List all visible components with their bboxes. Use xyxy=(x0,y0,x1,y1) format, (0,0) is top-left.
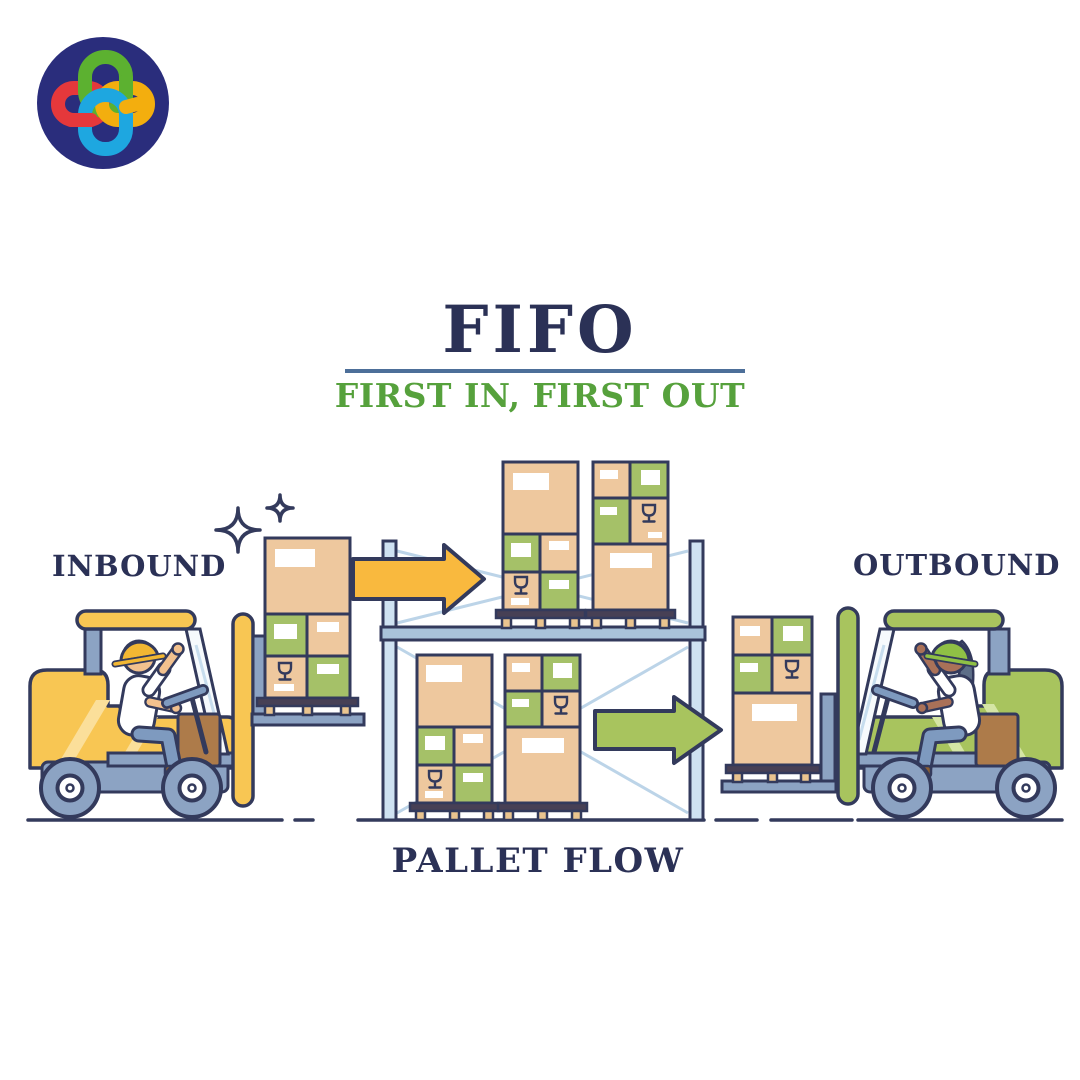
outbound-pallet xyxy=(724,615,822,784)
rack-pallet-bottom-left xyxy=(408,653,501,822)
rack-pallet-top-left xyxy=(494,460,587,630)
rear-wheel xyxy=(39,757,101,819)
front-wheel xyxy=(871,757,933,819)
outbound-label: OUTBOUND xyxy=(853,548,1061,582)
pallet-flow-label: PALLET FLOW xyxy=(391,841,685,881)
cargo-box xyxy=(974,712,1020,768)
cab-roof xyxy=(75,609,197,631)
sparkle-icon xyxy=(265,493,295,523)
inbound-pallet xyxy=(255,536,360,717)
cab-rear-post xyxy=(83,627,103,676)
brand-logo xyxy=(37,37,169,169)
inbound-arrow-icon xyxy=(351,543,486,615)
cab-rear-post xyxy=(987,627,1011,676)
rack-pallet-bottom-right xyxy=(496,653,589,822)
rack-pallet-top-right xyxy=(584,460,677,630)
inbound-label: INBOUND xyxy=(52,549,227,583)
knot-logo-icon xyxy=(37,37,169,169)
page-title: FIFO xyxy=(442,292,638,368)
mast xyxy=(836,606,860,806)
rear-wheel xyxy=(995,757,1057,819)
sparkle-icons xyxy=(214,493,295,554)
rack-post-left xyxy=(381,539,398,822)
outbound-arrow-icon xyxy=(593,695,723,765)
title-divider xyxy=(345,369,745,373)
sparkle-icon xyxy=(214,506,262,554)
mast xyxy=(231,612,255,808)
page-subtitle: FIRST IN, FIRST OUT xyxy=(334,376,746,415)
storage-rack xyxy=(379,539,707,822)
inbound-forklift xyxy=(28,536,366,819)
cab-roof xyxy=(883,609,1005,631)
fork-carriage xyxy=(819,692,837,785)
outbound-forklift xyxy=(720,606,1064,819)
rack-post-right xyxy=(688,539,705,822)
front-wheel xyxy=(161,757,223,819)
outbound-driver xyxy=(871,639,982,781)
fork xyxy=(720,779,838,794)
inbound-driver xyxy=(111,639,209,781)
